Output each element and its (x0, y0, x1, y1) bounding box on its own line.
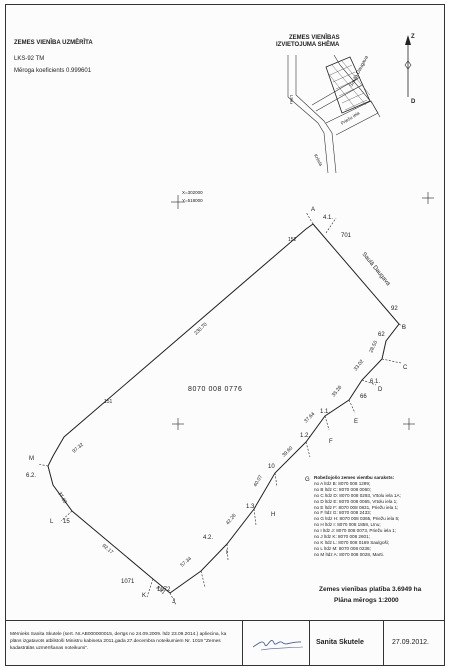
parcel-street-label: Saulā Daugava (360, 251, 391, 287)
neighbour-item: no D līdz E: 8070 008 0065, Vītolu iela … (314, 498, 398, 504)
edge-length-13: 35.26 (331, 385, 344, 399)
north-label: Z (411, 34, 415, 40)
neighbour-mark-3: 92 (391, 306, 398, 312)
neighbour-item: no M līdz A: 8070 008 0028, Marti. (314, 551, 384, 557)
point-label-d: D (378, 387, 383, 393)
plan-scale: Plāna mērogs 1:2000 (334, 597, 399, 604)
neighbour-item: no C līdz D: 8070 008 0293, Vītolu iela … (314, 492, 401, 498)
edge-length-1: 152 (288, 237, 297, 243)
edge-length-7: 8.81 (155, 585, 166, 596)
parcel-area: Zemes vienības platība 3.6949 ha (319, 586, 422, 593)
neighbour-ticks (37, 211, 406, 606)
neighbour-mark-5: 6.1. (370, 379, 380, 385)
point-label-l: L (50, 519, 54, 525)
north-arrow: Z D (404, 34, 416, 105)
neighbour-mark-7: 1.1. (320, 409, 330, 415)
point-label-b: B (402, 325, 406, 331)
neighbour-mark-10: 1.3. (246, 504, 256, 510)
neighbour-item: no L līdz M: 8070 008 0238; (314, 545, 371, 551)
survey-plan: Saulā Daugava Priežu iela Līnu Krēsla Z … (26, 34, 434, 606)
edge-length-11: 39.60 (281, 445, 294, 458)
neighbour-item: no F līdz G: 8070 008 2433; (314, 510, 371, 516)
neighbours-title: Robežojošo zemes vienību saraksts: (314, 475, 395, 480)
neighbour-item: no H līdz I: 8070 008 1858, Līnu; (314, 522, 381, 528)
point-label-e: E (354, 419, 358, 425)
inset-parcel-hatch (327, 60, 371, 111)
point-label-j: J (172, 599, 175, 605)
surveyor-name-cell: Sanita Skutele (309, 621, 384, 665)
date-cell: 27.09.2012. (383, 621, 444, 665)
neighbour-item: no B līdz C: 8070 008 0060; (314, 486, 371, 492)
point-label-k: K (142, 593, 146, 599)
inset-street-saula: Saulā Daugava (348, 55, 369, 88)
neighbour-item: no I līdz J: 8070 008 0073, Priežu iela … (314, 528, 396, 534)
inset-title-line1: ZEMES VIENĪBAS (289, 35, 340, 41)
edge-length-9: 42.26 (225, 513, 238, 527)
neighbour-mark-12: 1071 (121, 579, 135, 585)
inset-title-line2: IZVIETOJUMA SHĒMA (276, 42, 340, 48)
point-label-m: M (29, 456, 34, 462)
edge-length-10: 40.07 (253, 474, 265, 488)
edge-length-4: 97.32 (71, 442, 85, 455)
grid-reference: X=302000 Y=518000 (171, 190, 203, 209)
neighbour-mark-4: 62 (378, 332, 385, 338)
inset-map: Saulā Daugava Priežu iela Līnu Krēsla (287, 55, 381, 174)
inset-street-linu: Līnu (289, 95, 294, 104)
point-label-c: C (403, 365, 408, 371)
neighbour-mark-11: 4.2. (203, 535, 213, 541)
neighbour-mark-2: 701 (341, 233, 352, 239)
neighbour-mark-15: 6.2. (26, 473, 36, 479)
point-labels: A B C D E F G H I J K L M (29, 207, 408, 605)
surveyor-name: Sanita Skutele (316, 639, 364, 646)
signature-image (252, 640, 304, 651)
point-label-f: F (329, 439, 333, 445)
point-label-g: G (305, 477, 310, 483)
surveyor-note: Mērnieks Sanita Skutele (sert. Nr.AB0000… (10, 632, 227, 651)
neighbour-mark-8: 1.2. (300, 433, 310, 439)
edge-length-12: 37.64 (303, 411, 316, 424)
header-title: ZEMES VIENĪBA UZMĒRĪTA (14, 40, 93, 46)
edge-length-14: 33.02 (353, 359, 366, 373)
neighbour-item: no K līdz L: 8070 008 0169 Saulgoši; (314, 539, 390, 545)
neighbour-item: no G līdz H: 8070 008 0365, Priežu iela … (314, 516, 400, 522)
survey-date: 27.09.2012. (392, 639, 429, 646)
inset-street-kresla: Krēsla (313, 153, 324, 167)
edge-length-8: 57.34 (179, 556, 193, 569)
scale-coefficient: Mēroga koeficients 0.999601 (14, 68, 92, 74)
coord-system: LKS-92 TM (14, 56, 45, 62)
neighbour-item: no A līdz B: 8070 008 1299; (314, 480, 371, 486)
neighbours-list: Robežojošo zemes vienību saraksts: no A … (314, 475, 401, 558)
survey-sheet: ZEMES VIENĪBA UZMĒRĪTA LKS-92 TM Mēroga … (5, 4, 445, 666)
neighbour-mark-13: 1072 (157, 587, 171, 593)
point-label-h: H (271, 512, 275, 518)
signature-cell (242, 621, 310, 665)
cadastral-number: 8070 008 0776 (188, 386, 243, 393)
point-label-i: I (226, 550, 228, 556)
point-label-a: A (311, 207, 315, 213)
footer: Mērnieks Sanita Skutele (sert. Nr.AB0000… (6, 620, 444, 665)
edge-length-3: 151 (104, 399, 113, 405)
neighbour-mark-14: 15 (63, 519, 70, 525)
edge-length-5: 37.00 (56, 491, 68, 505)
neighbour-mark-6: 66 (360, 394, 367, 400)
neighbour-mark-9: 10 (268, 464, 275, 470)
neighbour-marks: 4.1. 701 92 62 6.1. 66 1.1. 1.2. 10 1.3.… (26, 215, 398, 593)
edge-length-15: 28.50 (368, 340, 379, 354)
neighbour-item: no J līdz K: 8070 008 2601; (314, 534, 370, 540)
grid-y: Y=518000 (182, 198, 203, 203)
grid-x: X=302000 (182, 190, 203, 195)
neighbour-item: no E līdz F: 8070 008 0831, Priežu iela … (314, 504, 399, 510)
grid-crosses (172, 192, 434, 430)
south-label: D (411, 99, 416, 105)
neighbour-mark-1: 4.1. (323, 215, 333, 221)
